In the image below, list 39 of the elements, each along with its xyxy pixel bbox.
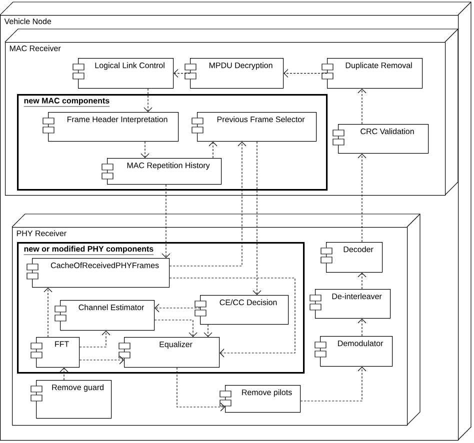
arrow: [358, 272, 366, 290]
arrow: [208, 142, 218, 158]
arrow: [169, 278, 296, 358]
arrow: [79, 330, 110, 348]
arrow: [79, 356, 124, 364]
component-box: Remove guard: [30, 380, 112, 419]
arrow: [44, 288, 52, 338]
component-box: Frame Header Interpretation: [42, 112, 179, 142]
component-box: CE/CC Decision: [194, 295, 289, 325]
component-box: Demodulator: [314, 336, 393, 367]
arrow: [154, 320, 198, 337]
arrow: [300, 366, 366, 402]
component-box: Duplicate Removal: [322, 58, 423, 89]
component-box: Channel Estimator: [54, 300, 155, 331]
component-box: Logical Link Control: [72, 58, 174, 89]
arrow: [204, 324, 212, 337]
arrow: [154, 304, 200, 312]
arrow: [252, 141, 262, 295]
arrow: [176, 367, 225, 412]
arrow: [358, 318, 366, 336]
arrow: [140, 141, 150, 158]
component-box: De-interleaver: [310, 289, 391, 319]
arrow: [174, 69, 190, 78]
component-box: CacheOfReceivedPHYFrames: [26, 258, 170, 288]
arrow: [144, 88, 152, 112]
component-box: Remove pilots: [220, 385, 301, 413]
component-box: MPDU Decryption: [184, 58, 284, 89]
component-box: Equalizer: [118, 337, 220, 368]
component-box: Decoder: [320, 242, 383, 273]
component-box: CRC Validation: [332, 124, 429, 154]
component-box: Previous Frame Selector: [192, 112, 317, 142]
component-box: MAC Repetition History: [102, 158, 222, 185]
arrow: [60, 368, 68, 380]
arrow: [284, 69, 328, 78]
arrow: [162, 184, 170, 258]
arrow: [169, 142, 246, 266]
component-box: FFT: [30, 337, 80, 368]
arrow: [358, 88, 366, 124]
arrow: [358, 154, 366, 242]
